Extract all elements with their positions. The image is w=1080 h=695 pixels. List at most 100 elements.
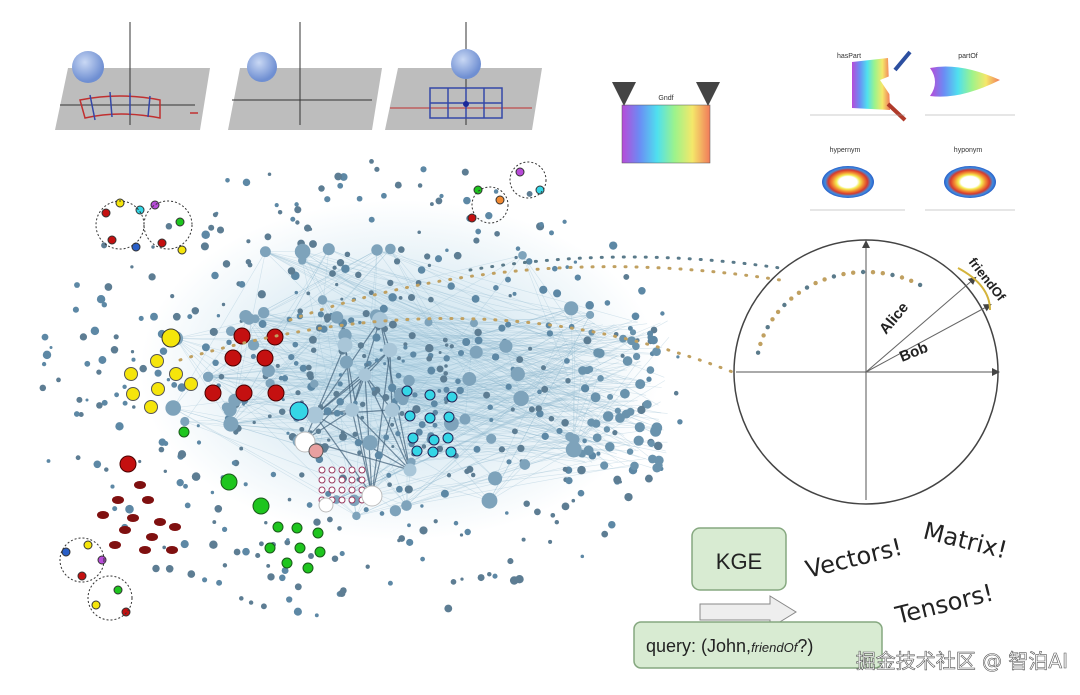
graph-node — [417, 230, 421, 234]
graph-node — [306, 502, 313, 508]
graph-node — [358, 320, 362, 325]
graph-node — [450, 579, 457, 585]
graph-node — [394, 181, 402, 189]
graph-node — [586, 310, 595, 319]
graph-node — [318, 476, 326, 484]
graph-edge — [328, 248, 475, 324]
graph-node — [158, 446, 165, 453]
graph-node — [113, 334, 119, 340]
graph-edge — [344, 335, 571, 437]
graph-node — [609, 241, 618, 250]
graph-node — [455, 378, 461, 385]
graph-node — [399, 411, 405, 416]
bob-label: Bob — [897, 339, 930, 366]
graph-node — [626, 448, 634, 455]
graph-node — [294, 290, 299, 295]
graph-node — [383, 362, 387, 366]
graph-node — [139, 364, 147, 373]
graph-node — [93, 460, 102, 469]
graph-edge — [376, 249, 615, 335]
graph-node — [348, 496, 356, 504]
graph-node — [410, 351, 417, 358]
graph-node — [870, 270, 876, 275]
graph-node — [408, 332, 416, 340]
graph-node — [462, 372, 477, 386]
graph-node — [382, 393, 390, 402]
graph-edge — [175, 338, 232, 425]
graph-node — [535, 185, 545, 195]
query-box: query: (John,friendOf?) — [633, 621, 883, 669]
graph-node — [440, 489, 449, 498]
graph-node — [290, 216, 296, 222]
graph-node — [909, 278, 914, 283]
graph-node — [770, 317, 775, 322]
graph-node — [267, 384, 285, 402]
graph-node — [445, 248, 449, 253]
graph-node — [201, 343, 210, 352]
graph-node — [510, 366, 525, 382]
bob-vector — [865, 304, 992, 373]
graph-edge — [346, 349, 579, 363]
graph-edge — [570, 308, 575, 440]
graph-edge — [248, 249, 378, 320]
graph-node — [309, 430, 313, 434]
graph-node — [289, 401, 309, 421]
graph-node — [841, 271, 846, 277]
graph-edge — [173, 407, 337, 500]
graph-node — [782, 302, 787, 308]
graph-node — [403, 345, 408, 350]
graph-edge — [451, 423, 569, 467]
graph-node — [652, 347, 661, 356]
graph-node — [582, 438, 587, 444]
graph-node — [525, 258, 533, 265]
graph-edge — [351, 409, 411, 471]
graph-node — [565, 265, 570, 269]
graph-node — [104, 283, 113, 291]
graph-node — [446, 391, 458, 403]
graph-node — [615, 413, 625, 423]
matrix-word: Matrix! — [921, 517, 1010, 565]
graph-edge — [573, 361, 639, 450]
graph-node — [432, 422, 438, 428]
graph-node — [443, 355, 450, 362]
graph-node — [208, 224, 215, 231]
graph-edge — [265, 251, 627, 380]
graph-node — [308, 335, 317, 344]
graph-node — [238, 281, 246, 288]
graph-node — [553, 289, 562, 298]
graph-node — [326, 516, 333, 523]
graph-node — [597, 375, 604, 382]
graph-node — [39, 384, 47, 392]
graph-node — [339, 355, 353, 369]
graph-node — [411, 445, 423, 457]
graph-node — [420, 166, 427, 173]
graph-node — [548, 539, 553, 544]
graph-node — [309, 240, 317, 248]
graph-node — [210, 490, 215, 495]
graph-edge — [402, 364, 635, 401]
graph-edge — [230, 375, 588, 425]
graph-node — [604, 300, 611, 306]
graph-node — [176, 479, 184, 487]
graph-edge — [408, 346, 609, 381]
graph-node — [407, 432, 419, 444]
graph-node — [562, 219, 567, 224]
graph-node — [605, 442, 615, 452]
graph-node — [435, 197, 443, 205]
graph-node — [443, 371, 449, 376]
graph-node — [323, 313, 332, 322]
graph-node — [154, 518, 166, 526]
graph-node — [312, 527, 324, 539]
graph-node — [585, 301, 594, 310]
graph-node — [328, 476, 336, 484]
relation-title-hypernym: hypernym — [830, 147, 861, 154]
graph-edge — [451, 423, 658, 429]
graph-edge — [302, 260, 607, 354]
graph-node — [473, 445, 481, 453]
graph-edge — [298, 404, 622, 442]
graph-node — [515, 167, 525, 177]
graph-node — [223, 416, 239, 432]
graph-node — [371, 390, 378, 397]
graph-node — [278, 375, 284, 381]
